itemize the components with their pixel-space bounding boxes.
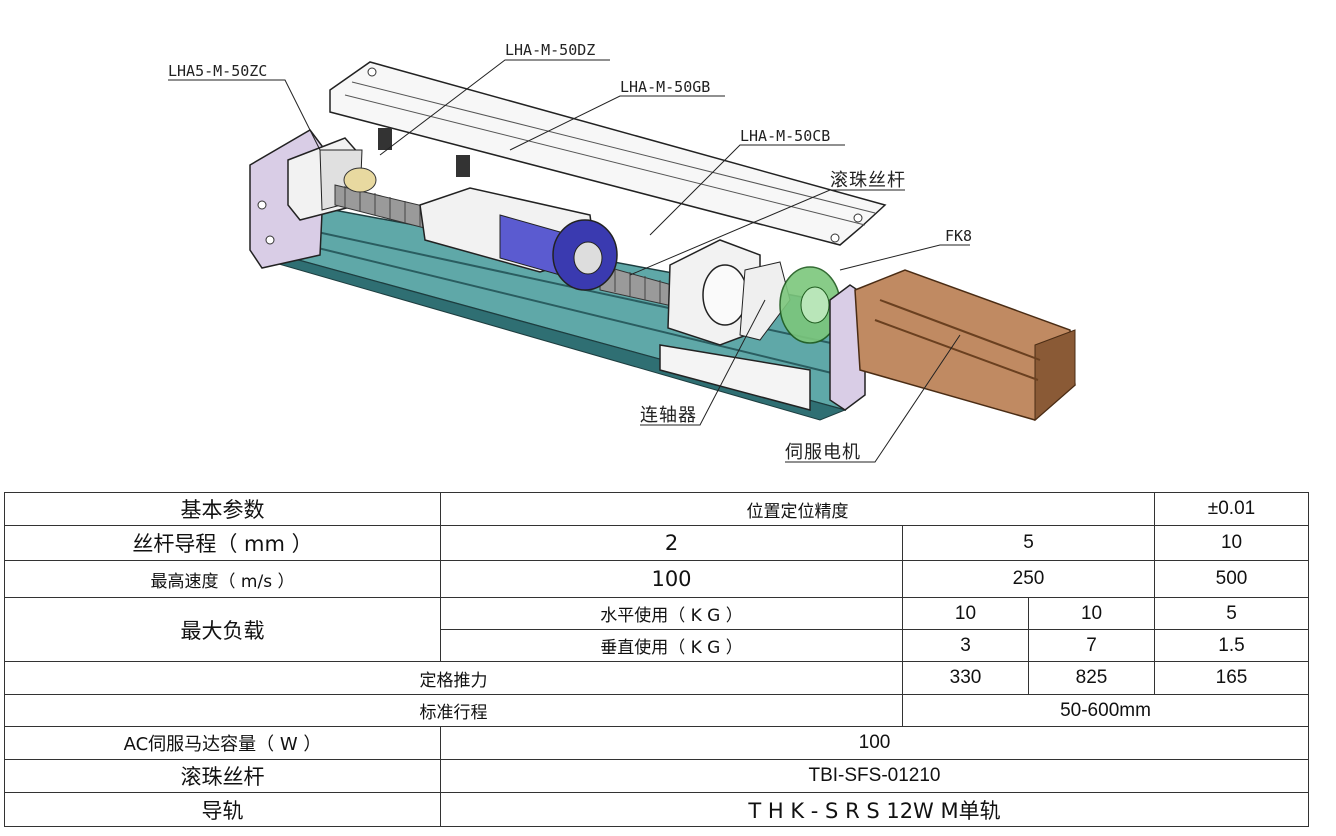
accuracy-value: ±0.01 <box>1154 492 1310 526</box>
table-row: 定格推力 330 825 165 <box>4 661 1310 695</box>
table-row: 最大负载 水平使用（ K G ） 10 10 5 <box>4 597 1310 662</box>
stroke-value: 50-600mm <box>901 694 1310 727</box>
vertical-value: 1.5 <box>1154 629 1310 662</box>
leader-lines <box>168 59 970 463</box>
lead-label: 丝杆导程（ mm ） <box>4 525 441 561</box>
lead-value: 5 <box>901 525 1156 561</box>
positioning-accuracy-label: 位置定位精度 <box>439 492 1156 526</box>
table-row: 最高速度（ m/s ） 100 250 500 <box>4 560 1310 598</box>
ac-servo-label: AC伺服马达容量（ W ） <box>4 726 441 760</box>
max-load-label: 最大负载 <box>4 597 441 662</box>
horizontal-value: 5 <box>1154 597 1310 630</box>
table-row: 丝杆导程（ mm ） 2 5 10 <box>4 525 1310 561</box>
basic-params-label: 基本参数 <box>4 492 441 526</box>
speed-value: 250 <box>901 560 1156 598</box>
vertical-value: 3 <box>902 629 1029 662</box>
linear-actuator-drawing: LHA5-M-50ZC LHA-M-50DZ LHA-M-50GB LHA-M-… <box>168 41 1076 463</box>
standard-stroke-label: 标准行程 <box>4 694 903 727</box>
vertical-value: 7 <box>1027 629 1156 662</box>
label-lha-m-50cb: LHA-M-50CB <box>740 127 830 145</box>
thrust-value: 165 <box>1154 661 1310 695</box>
bottom-cover <box>659 344 811 411</box>
horizontal-value: 10 <box>902 597 1029 630</box>
ball-screw-label: 滚珠丝杆 <box>4 759 441 793</box>
horizontal-label: 水平使用（ K G ） <box>440 597 903 630</box>
top-cover-plate <box>329 61 887 246</box>
thrust-value: 330 <box>902 661 1029 695</box>
thrust-value: 825 <box>1027 661 1156 695</box>
ball-screw-value: TBI-SFS-01210 <box>439 759 1310 793</box>
ac-servo-value: 100 <box>439 726 1310 760</box>
speed-label: 最高速度（ m/s ） <box>4 560 441 598</box>
label-servo-motor: 伺服电机 <box>785 442 861 463</box>
table-row: 基本参数 位置定位精度 ±0.01 <box>4 492 1310 526</box>
vertical-label: 垂直使用（ K G ） <box>440 629 903 662</box>
lead-value: 10 <box>1154 525 1310 561</box>
label-lha5-m-50zc: LHA5-M-50ZC <box>168 62 267 80</box>
table-row: AC伺服马达容量（ W ） 100 <box>4 726 1310 760</box>
table-row: 导轨 T H K - S R S 12W M单轨 <box>4 792 1310 827</box>
label-fk8: FK8 <box>945 227 972 245</box>
label-coupling: 连轴器 <box>640 405 697 426</box>
speed-value: 500 <box>1154 560 1310 598</box>
coupling <box>779 266 841 344</box>
label-lha-m-50dz: LHA-M-50DZ <box>505 41 595 59</box>
lead-value: 2 <box>440 525 903 561</box>
table-row: 垂直使用（ K G ） 3 7 1.5 <box>5 629 1310 662</box>
table-row: 滚珠丝杆 TBI-SFS-01210 <box>4 759 1310 793</box>
rated-thrust-label: 定格推力 <box>4 661 903 695</box>
slider-carriage <box>419 187 618 291</box>
table-row: 标准行程 50-600mm <box>4 694 1310 727</box>
guide-value: T H K - S R S 12W M单轨 <box>439 792 1310 827</box>
label-ball-screw: 滚珠丝杆 <box>830 170 906 191</box>
label-lha-m-50gb: LHA-M-50GB <box>620 78 710 96</box>
speed-value: 100 <box>440 560 903 598</box>
guide-label: 导轨 <box>4 792 441 827</box>
spec-table: 基本参数 位置定位精度 ±0.01 丝杆导程（ mm ） 2 5 10 最高速度… <box>4 492 1310 827</box>
servo-motor <box>854 269 1076 422</box>
horizontal-value: 10 <box>1027 597 1156 630</box>
